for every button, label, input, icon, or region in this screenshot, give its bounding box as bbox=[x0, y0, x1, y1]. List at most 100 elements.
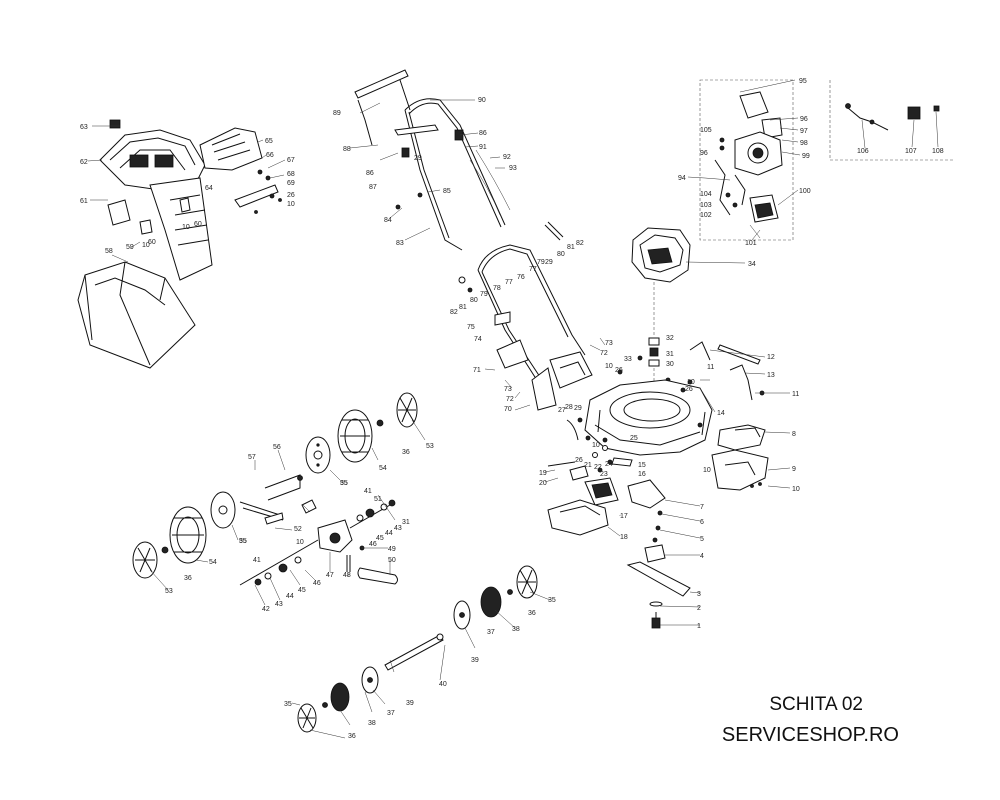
callout-16: 16 bbox=[638, 471, 646, 478]
engine-assembly bbox=[631, 227, 691, 385]
callout-69: 69 bbox=[287, 180, 295, 187]
callout-67: 67 bbox=[287, 157, 295, 164]
callout-21: 21 bbox=[584, 462, 592, 469]
callout-10: 10 bbox=[687, 379, 695, 386]
callout-96: 96 bbox=[800, 116, 808, 123]
callout-29: 29 bbox=[414, 155, 422, 162]
callout-68: 68 bbox=[287, 171, 295, 178]
callout-62: 62 bbox=[80, 159, 88, 166]
callout-104: 104 bbox=[700, 191, 712, 198]
callout-44: 44 bbox=[385, 530, 393, 537]
flap-bracket-part bbox=[234, 184, 279, 208]
height-rod-part bbox=[689, 341, 711, 361]
callout-73: 73 bbox=[504, 386, 512, 393]
callout-54: 54 bbox=[209, 559, 217, 566]
callout-labels: 1 2 3 4 5 6 7 8 9 10 10 10 10 10 10 10 1… bbox=[80, 78, 944, 740]
callout-71: 71 bbox=[473, 367, 481, 374]
callout-31: 31 bbox=[402, 519, 410, 526]
callout-78: 78 bbox=[493, 285, 501, 292]
callout-37: 37 bbox=[387, 710, 395, 717]
callout-33: 33 bbox=[624, 356, 632, 363]
handle-assembly bbox=[354, 69, 593, 411]
callout-44: 44 bbox=[286, 593, 294, 600]
callout-96: 96 bbox=[700, 150, 708, 157]
callout-77: 77 bbox=[529, 266, 537, 273]
callout-2: 2 bbox=[697, 605, 701, 612]
callout-10: 10 bbox=[182, 224, 190, 231]
grass-bag-assembly bbox=[77, 119, 213, 369]
callout-1: 1 bbox=[697, 623, 701, 630]
electric-start-assembly bbox=[699, 79, 794, 241]
callout-36: 36 bbox=[402, 449, 410, 456]
callout-8: 8 bbox=[792, 431, 796, 438]
callout-93: 93 bbox=[509, 165, 517, 172]
callout-64: 64 bbox=[205, 185, 213, 192]
callout-73: 73 bbox=[605, 340, 613, 347]
callout-12: 12 bbox=[767, 354, 775, 361]
callout-27: 27 bbox=[558, 407, 566, 414]
callout-107: 107 bbox=[905, 148, 917, 155]
callout-80: 80 bbox=[470, 297, 478, 304]
callout-39: 39 bbox=[471, 657, 479, 664]
callout-83: 83 bbox=[396, 240, 404, 247]
callout-37: 37 bbox=[487, 629, 495, 636]
callout-46: 46 bbox=[313, 580, 321, 587]
callout-81: 81 bbox=[459, 304, 467, 311]
callout-60: 60 bbox=[194, 221, 202, 228]
callout-94: 94 bbox=[678, 175, 686, 182]
callout-39: 39 bbox=[406, 700, 414, 707]
callout-50: 50 bbox=[388, 557, 396, 564]
callout-35: 35 bbox=[548, 597, 556, 604]
callout-41: 41 bbox=[364, 488, 372, 495]
callout-77: 77 bbox=[505, 279, 513, 286]
callout-49: 49 bbox=[388, 546, 396, 553]
callout-7: 7 bbox=[700, 504, 704, 511]
callout-86: 86 bbox=[366, 170, 374, 177]
key-cable-part bbox=[847, 107, 889, 131]
callout-102: 102 bbox=[700, 212, 712, 219]
callout-61: 61 bbox=[80, 198, 88, 205]
front-axle-part bbox=[384, 634, 444, 671]
site-watermark: SERVICESHOP.RO bbox=[721, 724, 899, 746]
lower-handle-part bbox=[477, 244, 586, 356]
callout-35: 35 bbox=[284, 701, 292, 708]
callout-63: 63 bbox=[80, 124, 88, 131]
callout-43: 43 bbox=[275, 601, 283, 608]
callout-59: 59 bbox=[126, 244, 134, 251]
key-part bbox=[933, 105, 940, 112]
callout-3: 3 bbox=[697, 591, 701, 598]
shaft-key-part bbox=[648, 337, 660, 346]
callout-10: 10 bbox=[703, 467, 711, 474]
callout-24: 24 bbox=[605, 461, 613, 468]
callout-82: 82 bbox=[576, 240, 584, 247]
callout-55: 55 bbox=[239, 538, 247, 545]
rear-flap-assembly bbox=[199, 127, 282, 214]
callout-34: 34 bbox=[748, 261, 756, 268]
callout-10: 10 bbox=[142, 242, 150, 249]
callout-87: 87 bbox=[369, 184, 377, 191]
callout-31: 31 bbox=[666, 351, 674, 358]
callout-79: 79 bbox=[480, 291, 488, 298]
drive-belt-part bbox=[357, 567, 398, 585]
callout-48: 48 bbox=[343, 572, 351, 579]
callout-35: 35 bbox=[239, 538, 247, 545]
callout-17: 17 bbox=[620, 513, 628, 520]
front-flap-part bbox=[711, 449, 769, 491]
callout-97: 97 bbox=[800, 128, 808, 135]
callout-20: 20 bbox=[539, 480, 547, 487]
front-wheel-assembly bbox=[297, 565, 538, 733]
callout-89: 89 bbox=[333, 110, 341, 117]
callout-45: 45 bbox=[376, 535, 384, 542]
callout-5: 5 bbox=[700, 536, 704, 543]
blade-adapter-part bbox=[644, 544, 666, 563]
discharge-chute-part bbox=[547, 499, 609, 536]
callout-65: 65 bbox=[265, 138, 273, 145]
callout-57: 57 bbox=[248, 454, 256, 461]
front-guard-part bbox=[717, 424, 766, 451]
callout-26: 26 bbox=[685, 386, 693, 393]
callout-75: 75 bbox=[467, 324, 475, 331]
front-guard-assembly bbox=[711, 424, 769, 491]
rear-plate-part bbox=[531, 367, 557, 411]
callout-4: 4 bbox=[700, 553, 704, 560]
callout-36: 36 bbox=[348, 733, 356, 740]
